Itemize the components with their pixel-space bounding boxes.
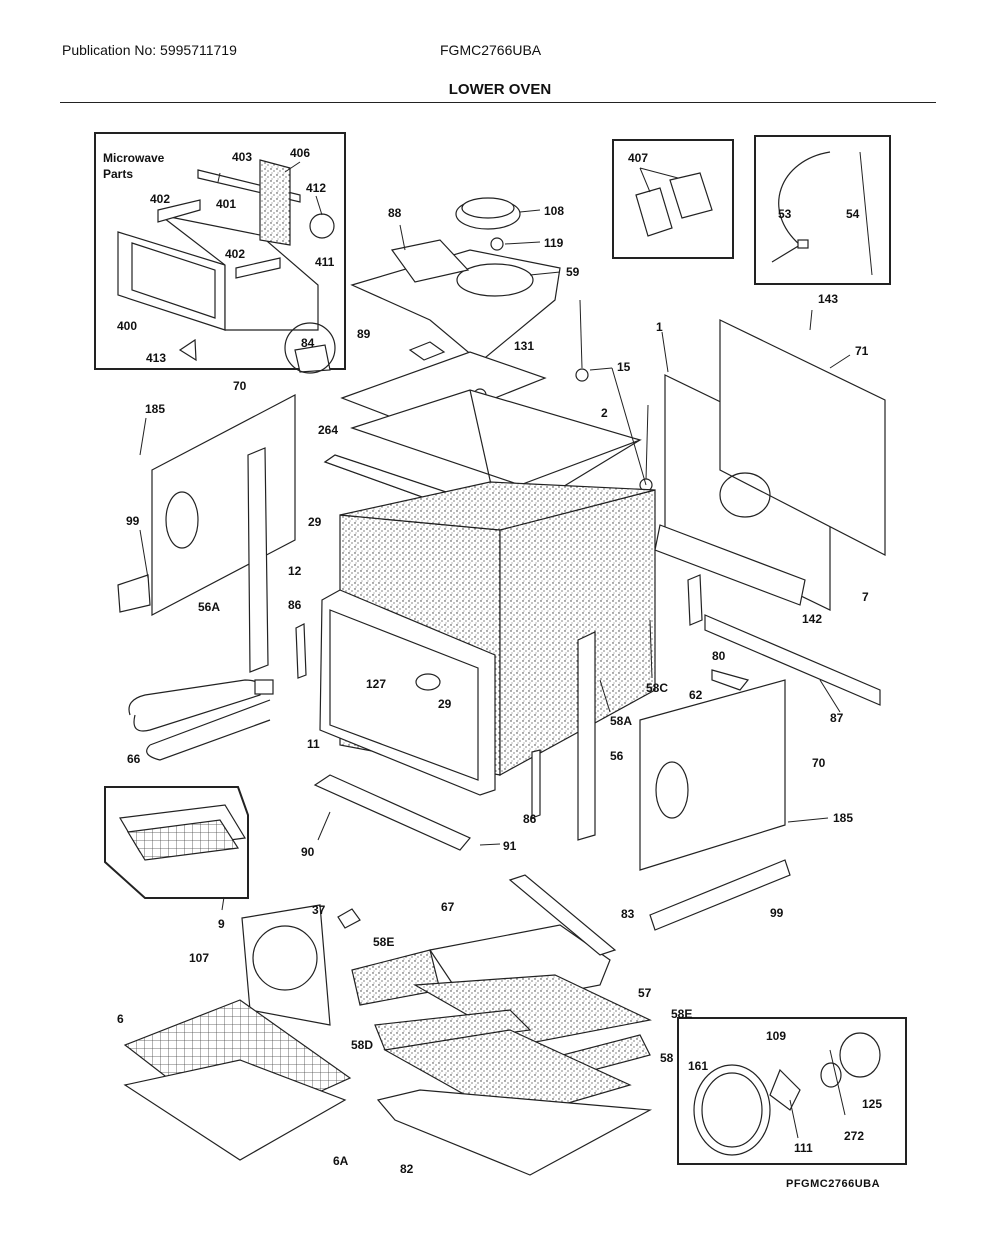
callout-59: 59 [566,265,580,279]
callout-185: 185 [145,402,165,416]
callout-58E: 58E [373,935,394,949]
callout-107: 107 [189,951,209,965]
callout-80: 80 [712,649,726,663]
callout-108: 108 [544,204,564,218]
callout-29b: 29 [438,697,452,711]
light-lens-box [612,139,734,259]
callout-58: 58 [660,1051,674,1065]
callout-83: 83 [621,907,635,921]
callout-411: 411 [315,255,335,269]
leader-lines [139,161,851,1139]
callout-70: 70 [233,379,247,393]
callout-70b: 70 [812,756,826,770]
microwave-parts-box [94,132,346,370]
callout-29: 29 [308,515,322,529]
callout-15: 15 [617,360,631,374]
callout-403: 403 [232,150,252,164]
callout-99b: 99 [770,906,784,920]
callout-88: 88 [388,206,402,220]
callout-67: 67 [441,900,455,914]
temperature-sensor [771,151,873,276]
callout-62: 62 [689,688,703,702]
callout-2: 2 [601,406,608,420]
callout-125: 125 [862,1097,882,1111]
back-panel [654,319,886,706]
callout-400: 400 [117,319,137,333]
figure-code: PFGMC2766UBA [786,1178,881,1190]
callout-58Eb: 58E [671,1007,692,1021]
callout-127: 127 [366,677,386,691]
callout-58A: 58A [610,714,632,728]
callout-7: 7 [862,590,869,604]
callout-53: 53 [778,207,792,221]
callout-57: 57 [638,986,652,1000]
callout-89: 89 [357,327,371,341]
callout-401: 401 [216,197,236,211]
callout-86: 86 [288,598,302,612]
broil-element [128,679,274,761]
callout-272: 272 [844,1129,864,1143]
callout-143: 143 [818,292,838,306]
callout-142: 142 [802,612,822,626]
callout-11: 11 [307,737,320,751]
callout-54: 54 [846,207,860,221]
callout-56A: 56A [198,600,220,614]
callout-37: 37 [312,903,326,917]
side-panels [117,394,786,871]
callout-82: 82 [400,1162,414,1176]
callout-6: 6 [117,1012,124,1026]
callout-66: 66 [127,752,141,766]
broil-pan-box [104,786,249,899]
callout-412: 412 [306,181,326,195]
callout-402: 402 [150,192,170,206]
sensor-box [754,135,891,285]
light-lens [635,167,713,237]
callout-119: 119 [544,236,564,250]
callout-90: 90 [301,845,315,859]
callout-109: 109 [766,1029,786,1043]
callout-1: 1 [656,320,663,334]
callout-91: 91 [503,839,517,853]
oven-cavity [319,481,656,796]
callout-402b: 402 [225,247,245,261]
callout-185b: 185 [833,811,853,825]
callout-9: 9 [218,917,225,931]
header-divider [60,102,936,103]
callout-6A: 6A [333,1154,349,1168]
callout-87: 87 [830,711,844,725]
callout-58D: 58D [351,1038,373,1052]
callout-58C: 58C [646,681,668,695]
microwave-parts [117,159,336,374]
callout-111: 111 [794,1141,813,1155]
convection-box [677,1017,907,1165]
microwave-title-1: Microwave [103,151,165,165]
top-parts [323,197,653,526]
callout-407: 407 [628,151,648,165]
callout-161: 161 [688,1059,708,1073]
convection-parts [693,1032,881,1156]
callout-84: 84 [301,336,315,350]
page-title: LOWER OVEN [448,81,552,98]
microwave-title-2: Parts [103,167,133,181]
callout-131: 131 [514,339,534,353]
callout-56: 56 [610,749,624,763]
callout-99: 99 [126,514,140,528]
callout-12: 12 [288,564,302,578]
callout-71: 71 [855,344,869,358]
callout-413: 413 [146,351,166,365]
publication-number: Publication No: 5995711719 [62,42,237,58]
callout-406: 406 [290,146,310,160]
lower-parts [119,774,791,1176]
model-number: FGMC2766UBA [440,42,542,58]
callout-264: 264 [318,423,338,437]
callout-86b: 86 [523,812,537,826]
